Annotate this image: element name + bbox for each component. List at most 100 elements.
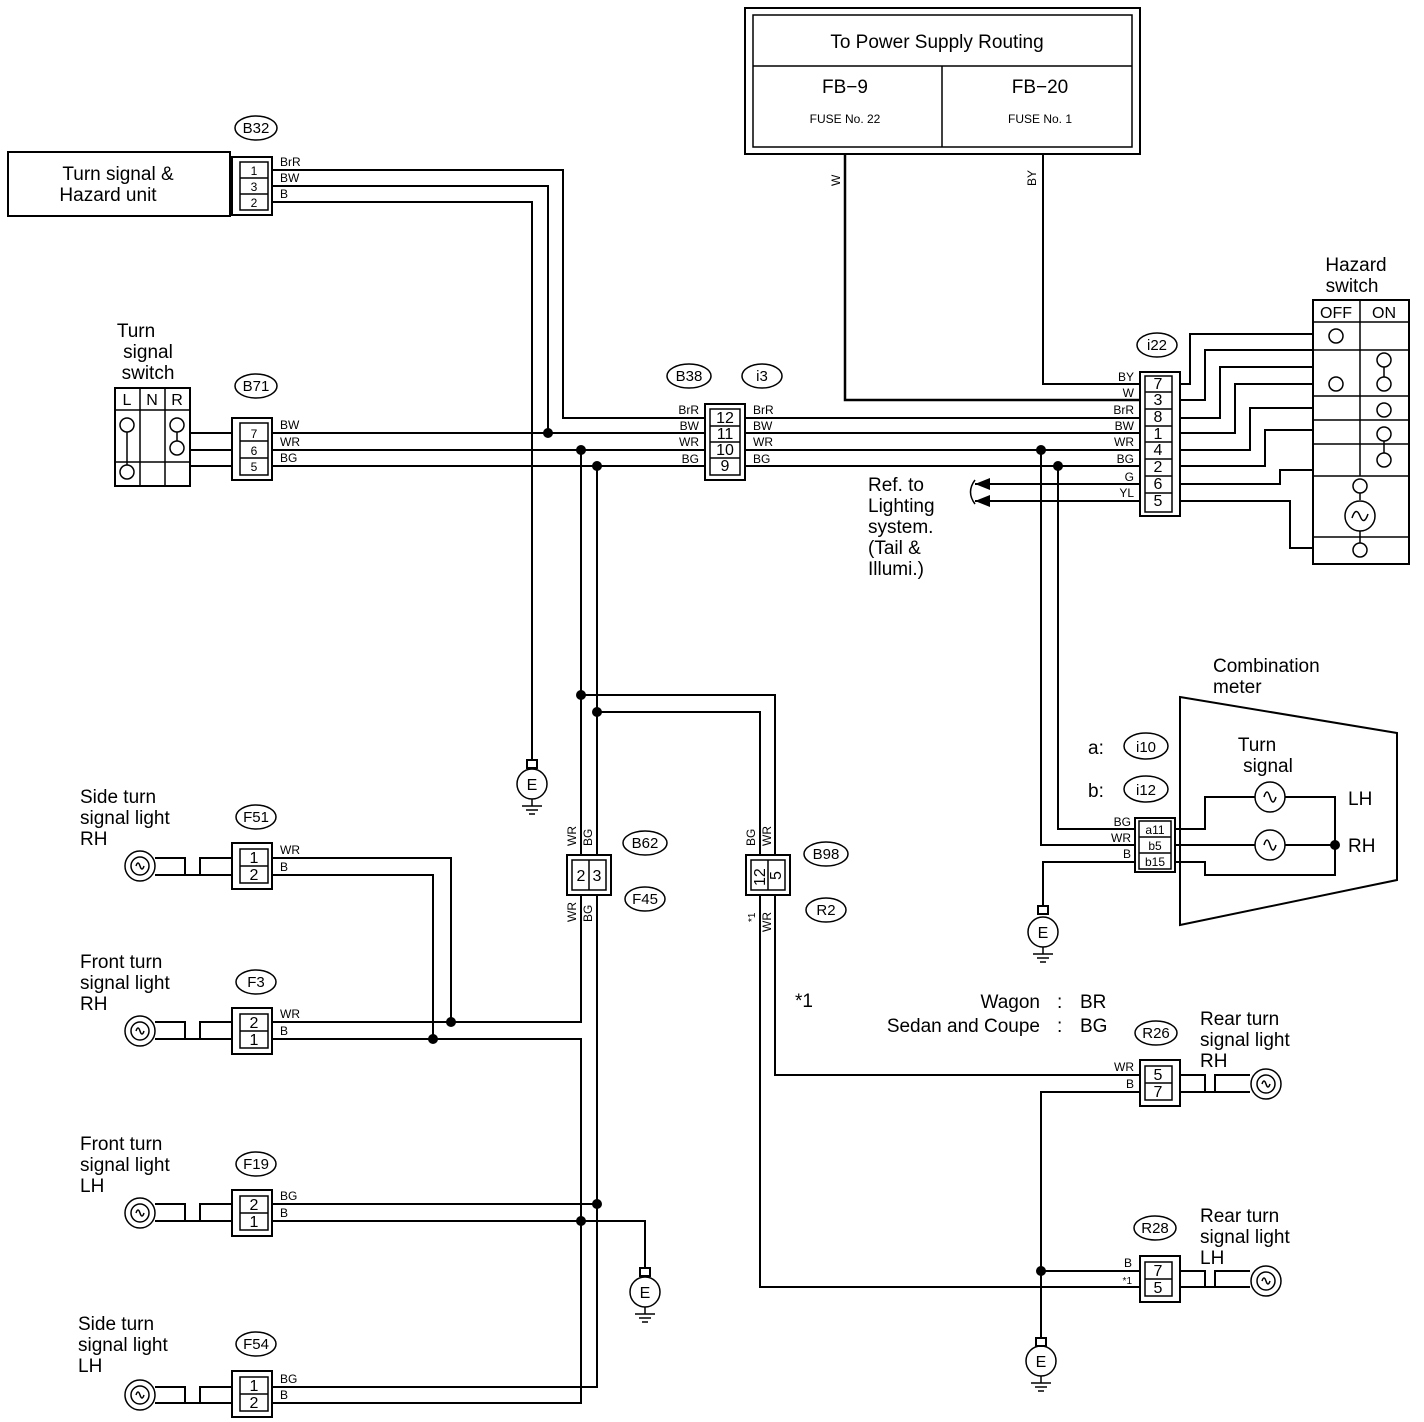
splice-dot <box>576 690 586 700</box>
connector-r2-label: R2 <box>816 902 835 919</box>
i22-pin-1: 7 <box>1154 376 1163 393</box>
b98-top-wire-2: WR <box>760 826 774 846</box>
b98-top-wire-1: BG <box>744 829 758 846</box>
b62-bottom-wire-1: WR <box>565 902 579 922</box>
f51-wire-1: WR <box>280 843 300 857</box>
ground-front-lh: E <box>629 1267 661 1323</box>
junction-left-wire-3: WR <box>679 435 699 449</box>
rh-indicator-bulb-icon <box>1254 829 1286 861</box>
fuse-box-right-name: FB−20 <box>1012 77 1069 98</box>
i22-wire-2: W <box>1123 386 1135 400</box>
connector-b98-r2: B98 R2 12 5 BG WR *1 WR <box>744 826 849 932</box>
front-lh-title-1: Front turn <box>80 1134 162 1155</box>
f3-wire-1: WR <box>280 1007 300 1021</box>
splice-dot <box>428 1034 438 1044</box>
connector-f45-label: F45 <box>632 891 658 908</box>
b71-pin-2: 6 <box>251 444 258 458</box>
f51-pin-2: 2 <box>250 867 259 884</box>
junction-b38-i3: B38 i3 12 11 10 9 BrR BW WR BG BrR BW WR… <box>666 363 783 481</box>
i22-pin-4: 1 <box>1154 426 1163 443</box>
note-row2-label: Sedan and Coupe <box>887 1016 1040 1037</box>
hazard-unit-title-2: Hazard unit <box>59 185 157 206</box>
meter-wire-3: B <box>1123 847 1131 861</box>
b62-pin-2: 3 <box>593 868 602 885</box>
f19-pin-1: 2 <box>250 1197 259 1214</box>
junction-right-wire-1: BrR <box>753 403 774 417</box>
meter-label-b: b: <box>1088 781 1104 802</box>
ground-meter: E <box>1027 905 1059 963</box>
meter-lh-label: LH <box>1348 789 1372 810</box>
junction-pin-2: 11 <box>717 426 734 443</box>
lighting-reference: Ref. to Lighting system. (Tail & Illumi.… <box>868 475 990 580</box>
rear-turn-light-lh: Rear turn signal light LH R28 7 5 B *1 <box>1123 1206 1290 1303</box>
fuse-box-right-fuse: FUSE No. 1 <box>1008 112 1072 126</box>
rear-rh-title-1: Rear turn <box>1200 1009 1279 1030</box>
note-row2-sep: : <box>1057 1016 1062 1037</box>
i22-pin-2: 3 <box>1154 392 1163 409</box>
splice-dot <box>592 707 602 717</box>
meter-title-1: Combination <box>1213 656 1320 677</box>
meter-rh-label: RH <box>1348 836 1375 857</box>
junction-pin-4: 9 <box>721 458 730 475</box>
note-row2-value: BG <box>1080 1016 1107 1037</box>
connector-r28-label: R28 <box>1141 1220 1169 1237</box>
turn-signal-switch: Turn signal switch L N R B71 7 6 5 BW WR… <box>114 321 300 487</box>
f3-wire-2: B <box>280 1024 288 1038</box>
splice-dot <box>576 1216 586 1226</box>
meter-pin-3: b15 <box>1145 855 1165 869</box>
r26-wire-1: WR <box>1114 1060 1134 1074</box>
front-turn-light-lh: Front turn signal light LH F19 2 1 BG B <box>80 1134 297 1237</box>
front-lh-title-2: signal light <box>80 1155 170 1176</box>
rear-lh-title-1: Rear turn <box>1200 1206 1279 1227</box>
side-lh-title-1: Side turn <box>78 1314 154 1335</box>
i22-wire-4: BW <box>1115 419 1135 433</box>
i22-pin-6: 2 <box>1154 459 1163 476</box>
lh-indicator-bulb-icon <box>1254 781 1286 813</box>
b32-pin-3: 2 <box>251 196 258 210</box>
junction-pin-1: 12 <box>716 410 734 427</box>
r26-pin-2: 7 <box>1154 1084 1163 1101</box>
front-rh-title-3: RH <box>80 994 107 1015</box>
hazard-switch-title-2: switch <box>1326 276 1379 297</box>
f19-wire-1: BG <box>280 1189 297 1203</box>
front-lh-title-3: LH <box>80 1176 104 1197</box>
b32-wire-3: B <box>280 187 288 201</box>
connector-b71-label: B71 <box>243 378 270 395</box>
f54-pin-1: 1 <box>250 1378 259 1395</box>
rear-lh-title-2: signal light <box>1200 1227 1290 1248</box>
connector-f19-label: F19 <box>243 1156 269 1173</box>
b98-bottom-mark: *1 <box>747 912 758 922</box>
b98-pin-2: 5 <box>768 871 785 880</box>
bulb-icon <box>1250 1265 1282 1297</box>
b98-bottom-wire: WR <box>760 912 774 932</box>
note-mark: *1 <box>795 991 813 1012</box>
b71-pin-3: 5 <box>251 460 258 474</box>
f51-pin-1: 1 <box>250 850 259 867</box>
connector-r26-label: R26 <box>1142 1025 1170 1042</box>
power-wire-by-label: BY <box>1025 170 1039 186</box>
junction-pin-3: 10 <box>716 442 734 459</box>
splice-dot <box>543 428 553 438</box>
junction-right-wire-3: WR <box>753 435 773 449</box>
turn-switch-title-1: Turn <box>117 321 155 342</box>
ground-label: E <box>1038 925 1049 942</box>
f19-pin-2: 1 <box>250 1214 259 1231</box>
b32-pin-2: 3 <box>251 180 258 194</box>
front-rh-title-2: signal light <box>80 973 170 994</box>
side-lh-title-3: LH <box>78 1356 102 1377</box>
lighting-ref-4: (Tail & <box>868 538 921 559</box>
combination-meter: Combination meter a: i10 b: i12 Turn sig… <box>1088 656 1398 927</box>
turn-switch-pos-n: N <box>146 392 158 409</box>
splice-dot <box>1036 1266 1046 1276</box>
lighting-ref-5: Illumi.) <box>868 559 924 580</box>
junction-left-wire-2: BW <box>680 419 700 433</box>
power-supply-title: To Power Supply Routing <box>830 32 1043 53</box>
i22-wire-6: BG <box>1117 452 1134 466</box>
lighting-ref-3: system. <box>868 517 933 538</box>
turn-switch-pos-l: L <box>123 392 132 409</box>
i22-wire-5: WR <box>1114 435 1134 449</box>
rear-lh-title-3: LH <box>1200 1248 1224 1269</box>
hazard-unit: Turn signal & Hazard unit B32 1 3 2 BrR … <box>7 115 301 217</box>
r28-wire-1: B <box>1124 1256 1132 1270</box>
